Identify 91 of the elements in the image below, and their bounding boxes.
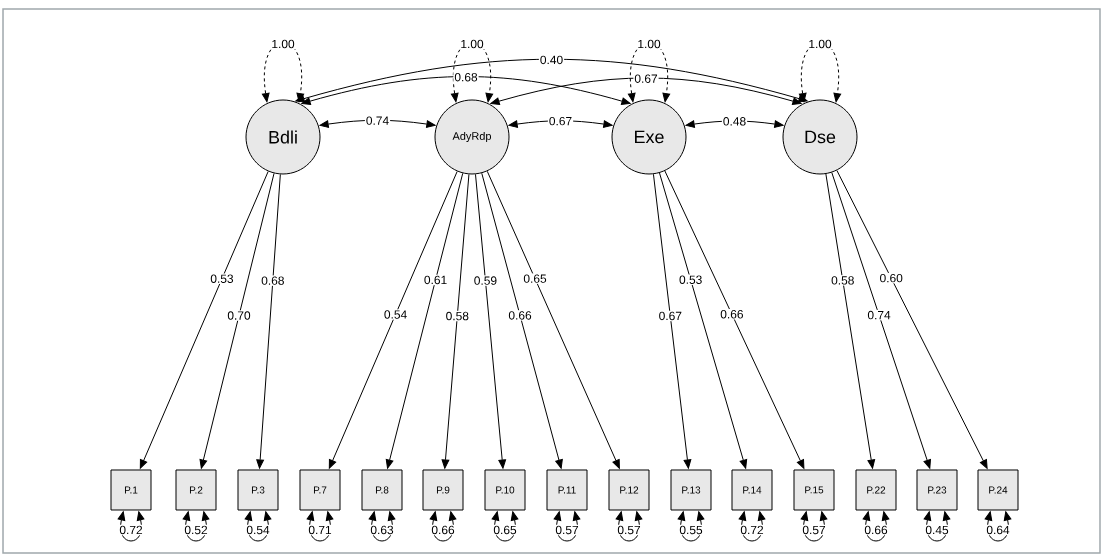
edge-label: 0.68 [453, 72, 479, 83]
edge-label: 0.60 [878, 272, 904, 284]
residual-loop [862, 511, 890, 542]
edge-label: 0.57 [801, 524, 827, 536]
indicator-box: P.11 [546, 469, 588, 511]
edge-label: 0.72 [739, 524, 765, 536]
residual-loop [306, 511, 334, 542]
edge-label: 0.57 [616, 524, 642, 536]
edge-label: 0.57 [554, 524, 580, 536]
edge-label: 0.40 [538, 54, 565, 66]
indicator-box: P.24 [977, 469, 1019, 511]
loading-arrow [475, 173, 507, 469]
indicator-box: P.10 [484, 469, 526, 511]
edge-label: 0.53 [678, 274, 704, 285]
edge-label: 0.53 [209, 273, 235, 284]
loading-arrow [139, 170, 269, 469]
edge-label: 0.66 [719, 309, 745, 320]
edge-label: 0.71 [307, 524, 333, 536]
covariance-arrow [301, 76, 631, 105]
residual-loop [615, 511, 643, 542]
loading-arrow [441, 173, 470, 469]
edge-label: 1.00 [807, 38, 833, 50]
indicator-box: P.2 [175, 469, 217, 511]
edge-label: 0.65 [492, 524, 518, 536]
indicator-box: P.14 [731, 469, 773, 511]
edge-label: 0.64 [985, 524, 1011, 536]
residual-loop [117, 511, 145, 542]
residual-loop [368, 511, 396, 542]
indicator-box: P.9 [422, 469, 464, 511]
edge-label: 0.59 [472, 275, 499, 286]
indicator-box: P.8 [361, 469, 403, 511]
residual-loop [923, 511, 951, 542]
edge-label: 0.67 [547, 115, 574, 127]
edge-label: 0.52 [183, 524, 209, 536]
edge-label: 1.00 [270, 38, 296, 50]
covariance-arrow [295, 58, 808, 103]
indicator-box: P.13 [670, 469, 712, 511]
indicator-box: P.3 [237, 469, 279, 511]
edge-label: 0.68 [260, 275, 286, 286]
residual-loop [244, 511, 272, 542]
edge-label: 0.74 [364, 115, 391, 126]
residual-loop [800, 511, 828, 542]
residual-loop [984, 511, 1012, 542]
edge-label: 0.65 [522, 273, 548, 284]
edge-label: 1.00 [459, 38, 485, 50]
residual-loop [429, 511, 457, 542]
indicator-box: P.23 [916, 469, 958, 511]
indicator-box: P.1 [110, 469, 152, 511]
residual-loop [677, 511, 705, 542]
edge-label: 0.58 [830, 275, 856, 286]
edge-label: 0.70 [226, 310, 252, 321]
edge-label: 0.54 [245, 524, 271, 536]
residual-loop [491, 511, 519, 542]
edge-label: 0.67 [633, 73, 659, 84]
loading-arrow [831, 172, 931, 469]
indicator-box: P.15 [793, 469, 835, 511]
edge-label: 0.63 [369, 524, 395, 536]
edge-label: 0.66 [863, 524, 889, 536]
residual-loop [182, 511, 210, 542]
loading-arrow [199, 172, 275, 469]
covariance-arrow [685, 120, 784, 128]
loading-arrow [481, 172, 563, 469]
loading-arrow [659, 172, 748, 469]
loading-arrow [256, 173, 281, 469]
loading-arrow [328, 170, 458, 469]
loading-arrow [825, 173, 876, 469]
edge-label: 0.45 [924, 524, 950, 536]
covariance-arrow [490, 77, 802, 105]
indicator-box: P.7 [299, 469, 341, 511]
edge-label: 0.61 [422, 274, 449, 286]
loading-arrow [652, 173, 692, 469]
covariance-arrow [319, 119, 436, 128]
loading-arrow [664, 170, 805, 469]
edge-label: 0.67 [657, 310, 683, 322]
edge-label: 0.72 [118, 524, 144, 536]
edge-label: 1.00 [636, 38, 662, 50]
residual-loop [553, 511, 581, 542]
edge-label: 0.66 [507, 310, 533, 321]
edge-label: 0.58 [444, 310, 470, 322]
edge-label: 0.66 [430, 524, 456, 536]
covariance-arrow [508, 120, 613, 128]
indicator-box: P.12 [608, 469, 650, 511]
edge-label: 0.48 [721, 116, 748, 127]
loading-arrow [486, 170, 620, 469]
residual-loop [738, 511, 766, 542]
indicator-box: P.22 [855, 469, 897, 511]
edge-label: 0.55 [678, 524, 704, 536]
loading-arrow [385, 172, 464, 469]
edge-label: 0.74 [866, 309, 892, 321]
edge-label: 0.54 [382, 309, 409, 320]
loading-arrow [836, 169, 988, 469]
